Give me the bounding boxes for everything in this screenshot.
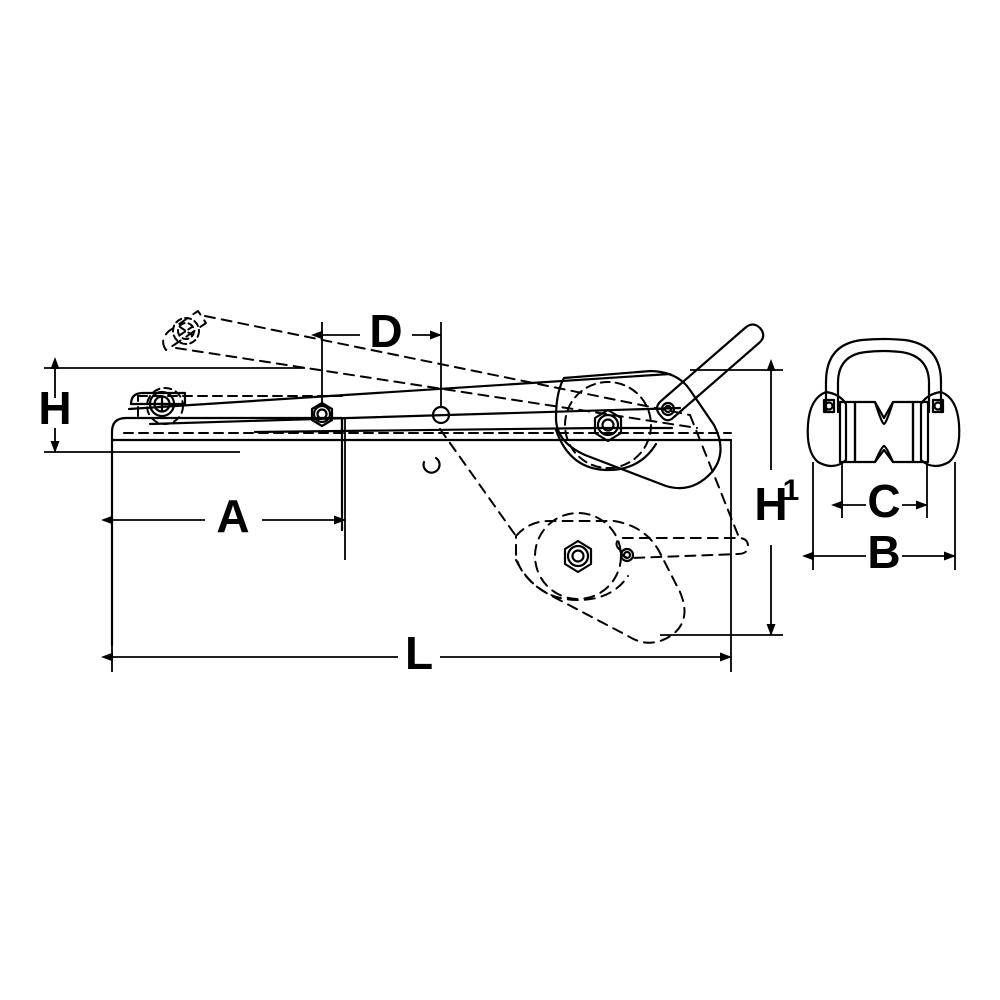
dimension-label-D: D bbox=[369, 305, 402, 357]
pivot-arm-solid bbox=[127, 372, 682, 434]
side-bracket-left bbox=[806, 390, 848, 468]
roller-hex-nut-phantom-icon bbox=[563, 539, 593, 574]
dimension-D bbox=[311, 322, 442, 408]
clamp-bolt-left-icon bbox=[822, 398, 836, 414]
dimension-C bbox=[831, 462, 928, 518]
clamp-bolt-right-icon bbox=[931, 398, 945, 414]
dimension-label-H: H bbox=[38, 382, 71, 434]
lever-handle-solid bbox=[655, 323, 765, 422]
phantom-pin-icon bbox=[619, 547, 635, 563]
bail-handle-arch bbox=[824, 337, 943, 414]
screw-boss-dashed-icon bbox=[146, 387, 184, 425]
dimension-label-H1-superscript: 1 bbox=[783, 474, 800, 507]
dimension-B bbox=[802, 462, 956, 570]
roller-head-solid bbox=[554, 369, 722, 490]
small-hole-arc-icon bbox=[422, 456, 441, 474]
dimension-labels-group: H A D L H 1 C B bbox=[38, 305, 900, 679]
dimension-label-B: B bbox=[867, 526, 900, 578]
side-bracket-right bbox=[919, 390, 961, 468]
pivot-arm-phantom bbox=[162, 310, 698, 429]
roller-barrel-concave bbox=[853, 400, 915, 464]
roller-circle-solid-dashed-icon bbox=[564, 381, 652, 469]
dimension-label-C: C bbox=[867, 475, 900, 527]
front-view-group bbox=[806, 337, 961, 468]
dimension-label-H1-base: H bbox=[754, 478, 787, 530]
dimension-H bbox=[44, 357, 305, 453]
dimension-label-L: L bbox=[405, 627, 433, 679]
screw-head-phantom-icon bbox=[172, 317, 200, 345]
screw-head-solid-icon bbox=[148, 390, 176, 418]
roller-hex-nut-solid-icon bbox=[593, 408, 623, 443]
dimension-label-A: A bbox=[216, 490, 249, 542]
dimension-L bbox=[101, 440, 732, 672]
dimension-label-H1: H 1 bbox=[754, 474, 799, 530]
dimension-H1 bbox=[660, 359, 783, 636]
dimension-lines-group bbox=[44, 322, 956, 672]
